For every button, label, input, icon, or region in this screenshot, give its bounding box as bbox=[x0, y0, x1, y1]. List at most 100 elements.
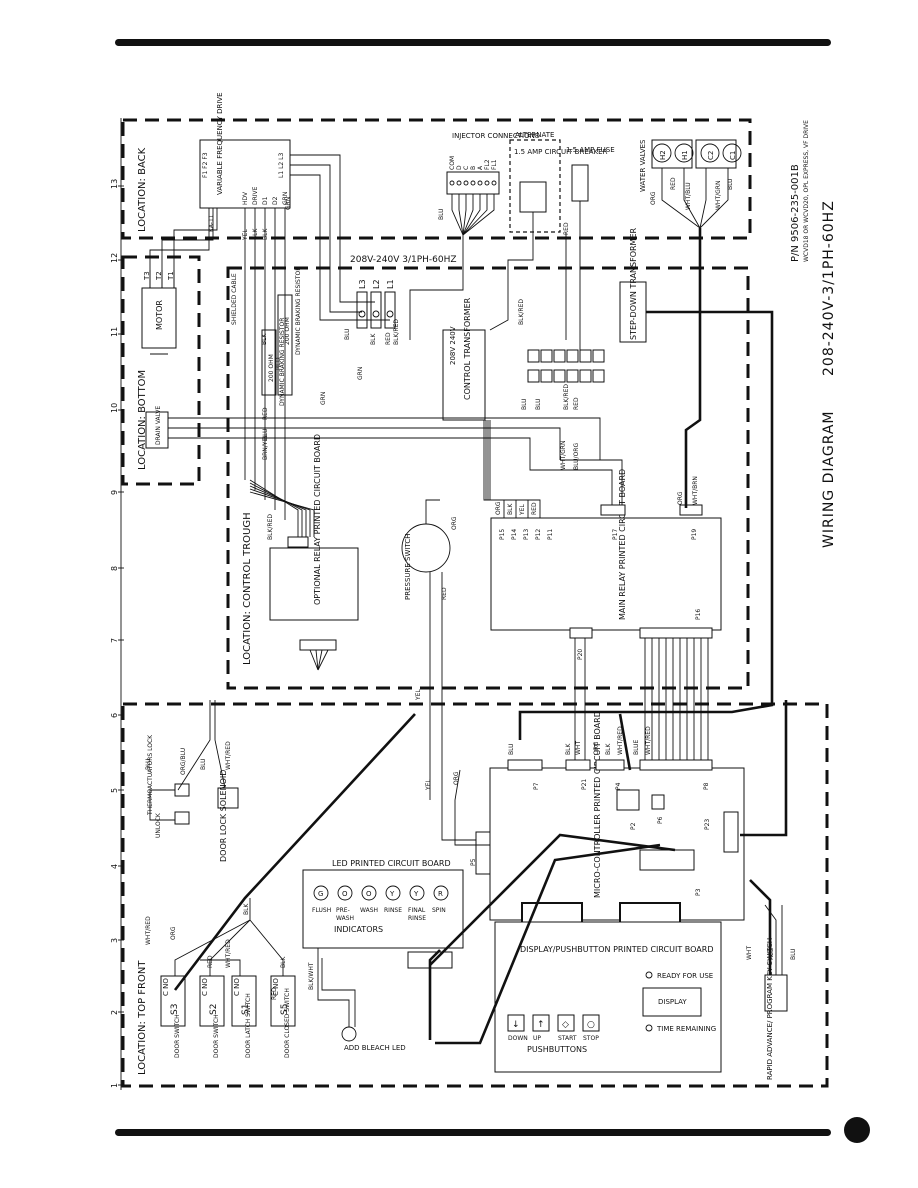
wire bbox=[749, 879, 772, 975]
led-indicator bbox=[361, 885, 377, 901]
svg-text:PUSHBUTTONS: PUSHBUTTONS bbox=[527, 1045, 587, 1054]
wire-color-label: ORG bbox=[495, 501, 502, 515]
wire-color-label: BLU bbox=[262, 428, 269, 440]
wire bbox=[177, 700, 211, 791]
wire-color-label: ORG bbox=[650, 191, 657, 205]
wire-color-label: BLK bbox=[262, 228, 269, 240]
ruler-mark: 3 bbox=[110, 938, 119, 943]
pushbutton-start[interactable] bbox=[557, 1014, 575, 1032]
wire-color-label: WHT/BLU bbox=[685, 182, 692, 210]
wire bbox=[290, 154, 375, 303]
relay-port-label: P16 bbox=[695, 609, 702, 620]
wire-color-label: YEL bbox=[425, 779, 432, 791]
pushbutton-up[interactable] bbox=[532, 1014, 550, 1032]
top-front-box bbox=[121, 702, 829, 1088]
connector-P21 bbox=[565, 759, 591, 771]
motor-term-label: T2 bbox=[155, 271, 163, 281]
relay-port-label: P12 bbox=[535, 529, 542, 540]
led-label: RINSE bbox=[384, 907, 402, 914]
supply-term-label: L3 bbox=[358, 279, 367, 289]
svg-text:KA-11: KA-11 bbox=[208, 214, 215, 232]
wire bbox=[518, 310, 774, 740]
wire bbox=[441, 572, 476, 841]
relay-port-label: P15 bbox=[499, 529, 506, 540]
location-control-trough-label: LOCATION: CONTROL TROUGH bbox=[242, 512, 253, 665]
wire bbox=[149, 789, 175, 821]
led-letter: O bbox=[342, 890, 348, 898]
door-switch bbox=[199, 975, 225, 1027]
svg-text:ALTERNATE: ALTERNATE bbox=[515, 131, 554, 139]
optional-relay-board: OPTIONAL RELAY PRINTED CIRCUIT BOARD bbox=[269, 434, 359, 621]
wire-color-label: BLK bbox=[565, 743, 572, 755]
svg-text:LED PRINTED CIRCUIT BOARD: LED PRINTED CIRCUIT BOARD bbox=[332, 859, 451, 868]
wire bbox=[168, 417, 601, 460]
connector-P16 bbox=[639, 627, 713, 639]
relay-port-label: P11 bbox=[547, 529, 554, 540]
wire bbox=[454, 769, 490, 846]
wire-color-label: ORG bbox=[677, 491, 684, 505]
wire bbox=[661, 168, 701, 229]
wire-color-label: ORG bbox=[170, 926, 177, 940]
location-bottom-label: LOCATION: BOTTOM bbox=[137, 370, 148, 470]
wire bbox=[487, 420, 529, 518]
svg-text:ADD BLEACH LED: ADD BLEACH LED bbox=[344, 1044, 406, 1052]
led-indicator bbox=[337, 885, 353, 901]
vfd-term-label: D2 bbox=[272, 196, 279, 205]
wire-color-label: BLU bbox=[438, 208, 445, 220]
wire bbox=[249, 479, 299, 537]
ruler-mark: 2 bbox=[110, 1010, 119, 1015]
wire-color-label: BLK bbox=[370, 333, 377, 345]
ruler-mark: 8 bbox=[110, 566, 119, 571]
diagram-title: WIRING DIAGRAM bbox=[821, 410, 837, 548]
wire-color-label: WHT/GRN bbox=[715, 181, 722, 210]
wire bbox=[149, 208, 210, 288]
connector-P5 bbox=[475, 831, 491, 875]
led-indicator bbox=[385, 885, 401, 901]
wire-color-label: BLK bbox=[605, 743, 612, 755]
svg-text:DISPLAY: DISPLAY bbox=[658, 998, 687, 1006]
pushbutton-down[interactable] bbox=[507, 1014, 525, 1032]
wire-color-label: BLK/RED bbox=[518, 299, 525, 325]
control-transformer: CONTROL TRANSFORMER 208V 240V bbox=[442, 297, 486, 421]
wire-color-label: BLU bbox=[790, 948, 797, 960]
switch-terms: C NO bbox=[272, 978, 280, 996]
wire-color-label: RED bbox=[768, 947, 775, 960]
svg-text:DISPLAY/PUSHBUTTON PRINTED CIR: DISPLAY/PUSHBUTTON PRINTED CIRCUIT BOARD bbox=[520, 945, 713, 954]
pushbutton-stop[interactable] bbox=[582, 1014, 600, 1032]
svg-text:200 OHM: 200 OHM bbox=[284, 317, 291, 345]
wire bbox=[214, 700, 226, 789]
svg-text:DYNAMIC BRAKING RESISTOR: DYNAMIC BRAKING RESISTOR bbox=[295, 267, 302, 355]
switch-terms: C NO bbox=[162, 978, 170, 996]
svg-text:L1 L2 L3: L1 L2 L3 bbox=[278, 153, 285, 178]
micro-port-label: P2 bbox=[630, 822, 637, 830]
led-letter: Y bbox=[413, 890, 419, 898]
ruler-mark: 10 bbox=[110, 403, 119, 413]
injector-pin-label: A bbox=[477, 165, 484, 170]
terminal bbox=[553, 349, 566, 363]
wire-color-label: RED bbox=[207, 955, 214, 968]
wire bbox=[249, 488, 311, 537]
pushbutton-label: DOWN bbox=[508, 1035, 528, 1042]
pushbutton-label: STOP bbox=[583, 1035, 599, 1042]
ruler-mark: 1 bbox=[110, 1083, 119, 1088]
injector-pin bbox=[477, 180, 483, 186]
svg-text:PRESSURE SWITCH: PRESSURE SWITCH bbox=[404, 534, 412, 600]
ruler-mark: 7 bbox=[110, 638, 119, 643]
switch-id: S1 bbox=[241, 1004, 251, 1015]
injector-pin-label: FL2 bbox=[484, 159, 491, 170]
terminal bbox=[527, 349, 540, 363]
svg-text:200 OHM: 200 OHM bbox=[268, 354, 275, 382]
wire bbox=[462, 194, 474, 236]
wire-color-label: RED bbox=[563, 222, 570, 235]
terminal bbox=[553, 369, 566, 383]
wire bbox=[317, 948, 350, 1027]
vfd-term-label: D1 bbox=[262, 196, 269, 205]
svg-text:OPTIONAL RELAY PRINTED CIRCUIT: OPTIONAL RELAY PRINTED CIRCUIT BOARD bbox=[313, 434, 322, 605]
pushbutton-glyph: ↑ bbox=[537, 1020, 545, 1030]
vfd-term-label: DRIVE bbox=[252, 186, 259, 205]
wire-color-label: WHT/RED bbox=[225, 741, 232, 770]
valve-coil bbox=[652, 143, 672, 163]
svg-text:MOTOR: MOTOR bbox=[155, 300, 164, 330]
